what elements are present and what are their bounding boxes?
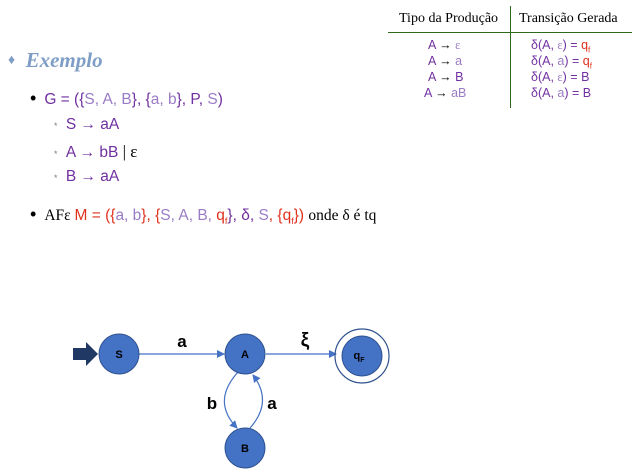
state-b — [224, 427, 266, 469]
bullet-icon: • — [30, 204, 37, 224]
example-heading: ♦ Exemplo — [8, 48, 103, 73]
table-header-transition: Transição Gerada — [519, 11, 618, 26]
bullet-icon: • — [30, 88, 37, 108]
table-row-transition: δ(A, a) = qf — [531, 54, 592, 71]
edge-b-to-a — [249, 374, 263, 429]
heading-title: Exemplo — [25, 48, 103, 72]
table-row-transition: δ(A, ε) = qf — [531, 38, 591, 55]
state-qf — [341, 335, 383, 377]
star-bullet-icon: * — [54, 149, 58, 159]
grammar-rule: * A → bB | ε — [54, 142, 138, 161]
table-row-transition: δ(A, a) = B — [531, 86, 592, 100]
state-s — [98, 333, 140, 375]
state-b-label: B — [241, 443, 249, 455]
grammar-rule: * S → aA — [54, 116, 120, 133]
grammar-rule: * B → aA — [54, 168, 120, 185]
diamond-bullet-icon: ♦ — [8, 51, 16, 67]
table-row-production: A → a — [428, 54, 463, 68]
state-qf-label: qF — [353, 350, 365, 364]
state-a-label: A — [241, 349, 249, 361]
edge-label-a: a — [267, 394, 277, 413]
table-row-transition: δ(A, ε) = B — [531, 70, 590, 84]
table-row-production: A → ε — [428, 38, 461, 52]
edge-label-a: a — [177, 332, 187, 351]
state-a — [224, 333, 266, 375]
start-arrow-icon — [73, 342, 98, 366]
automaton-definition: •AFε M = ({a, b}, {S, A, B, qf}, δ, S, {… — [30, 204, 377, 227]
table-row-production: A → aB — [424, 86, 467, 100]
edge-a-to-b — [223, 371, 239, 429]
productions-table: Tipo da Produção Transição Gerada A → ε … — [388, 4, 632, 108]
star-bullet-icon: * — [54, 121, 58, 131]
state-s-label: S — [115, 349, 122, 361]
state-qf-outer-ring — [334, 328, 390, 384]
edge-label-xi: ξ — [301, 330, 310, 351]
table-row-production: A → B — [428, 70, 464, 84]
star-bullet-icon: * — [54, 173, 58, 183]
edge-label-b: b — [207, 394, 217, 413]
grammar-definition: •G = ({S, A, B}, {a, b}, P, S) — [30, 88, 223, 108]
table-header-production: Tipo da Produção — [399, 11, 499, 26]
table-column-divider — [510, 6, 511, 108]
